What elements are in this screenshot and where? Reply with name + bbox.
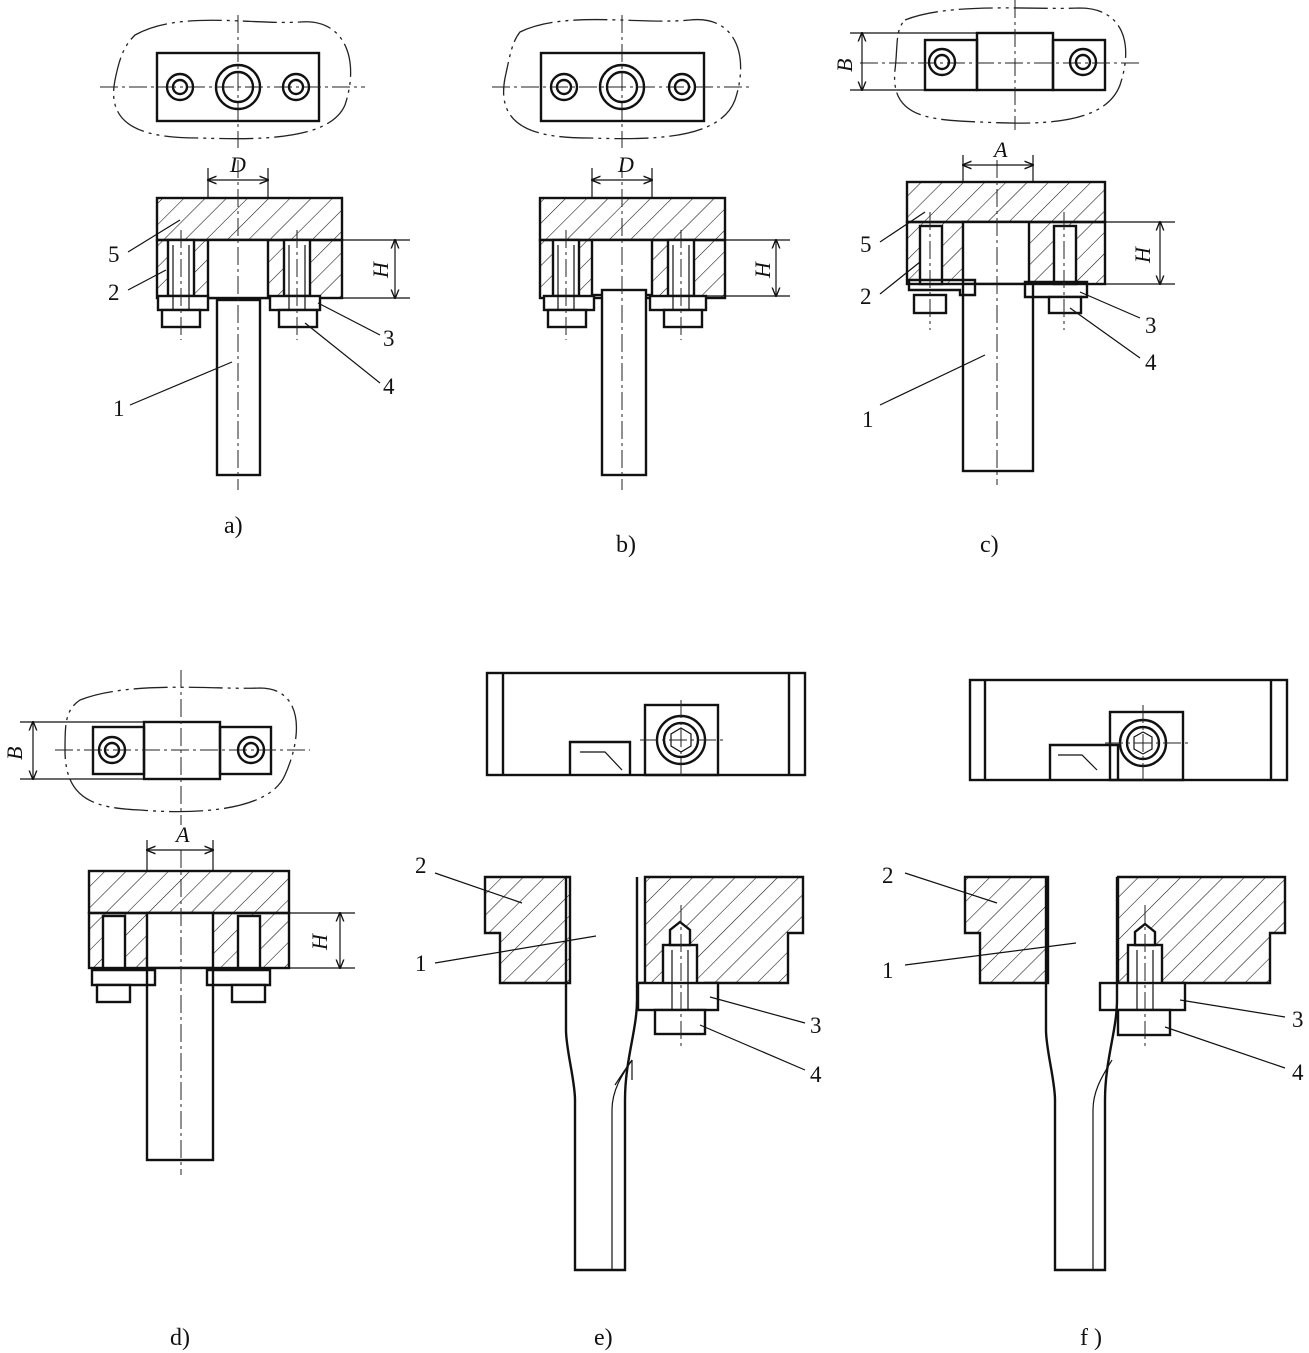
dim-b-d: B <box>2 747 27 760</box>
punch-retainer-2-e <box>483 875 572 985</box>
label-3-e: 3 <box>810 1013 822 1038</box>
panel-b <box>492 15 790 490</box>
screw-head-4-e <box>653 1008 707 1036</box>
washer-3-e <box>636 981 720 1012</box>
top-view-f <box>968 678 1289 782</box>
dim-h-a: H <box>368 261 393 279</box>
label-2-a: 2 <box>108 280 120 305</box>
dim-a-c: A <box>992 137 1008 162</box>
label-2-c: 2 <box>860 284 872 309</box>
dim-a-d: A <box>174 822 190 847</box>
upper-plate-5-c <box>905 180 1107 224</box>
label-3-f: 3 <box>1292 1007 1304 1032</box>
label-1-a: 1 <box>113 396 125 421</box>
panel-c <box>850 0 1175 485</box>
panel-e <box>434 671 807 1272</box>
label-1-c: 1 <box>862 407 874 432</box>
label-4-a: 4 <box>383 374 395 399</box>
caption-d: d) <box>170 1325 190 1351</box>
label-5-a: 5 <box>108 242 120 267</box>
caption-c: c) <box>980 532 999 558</box>
dim-d-b: D <box>617 152 634 177</box>
dim-h-b: H <box>750 261 775 279</box>
label-4-f: 4 <box>1292 1060 1304 1085</box>
caption-e: e) <box>594 1325 613 1351</box>
label-4-c: 4 <box>1145 350 1157 375</box>
label-2-e: 2 <box>415 853 427 878</box>
plan-boundary-c <box>894 7 1127 124</box>
labels: D D H H H H A A B B 5 2 3 4 1 5 2 3 4 1 … <box>2 59 1304 1351</box>
caption-f: f ) <box>1080 1325 1102 1351</box>
panel-f <box>904 678 1289 1272</box>
label-2-f: 2 <box>882 863 894 888</box>
punch-1-b <box>600 288 648 477</box>
caption-a: a) <box>224 513 243 539</box>
label-1-e: 1 <box>415 951 427 976</box>
plan-boundary-d <box>64 686 297 813</box>
panel-a <box>100 15 410 490</box>
punch-1-c <box>961 282 1035 473</box>
label-3-a: 3 <box>383 326 395 351</box>
dim-b-c: B <box>832 59 857 72</box>
upper-plate-5-a <box>155 196 344 242</box>
label-4-e: 4 <box>810 1062 822 1087</box>
dim-d-a: D <box>229 152 246 177</box>
panel-d <box>20 670 355 1175</box>
label-5-c: 5 <box>860 232 872 257</box>
punch-1-d <box>145 966 215 1162</box>
caption-b: b) <box>616 532 636 558</box>
label-1-f: 1 <box>882 958 894 983</box>
dim-h-c: H <box>1130 246 1155 264</box>
washer-3-a <box>156 294 210 312</box>
dim-h-d: H <box>307 933 332 951</box>
punch-1-f <box>1044 877 1119 1272</box>
punch-1-e <box>564 877 639 1272</box>
label-3-c: 3 <box>1145 313 1157 338</box>
